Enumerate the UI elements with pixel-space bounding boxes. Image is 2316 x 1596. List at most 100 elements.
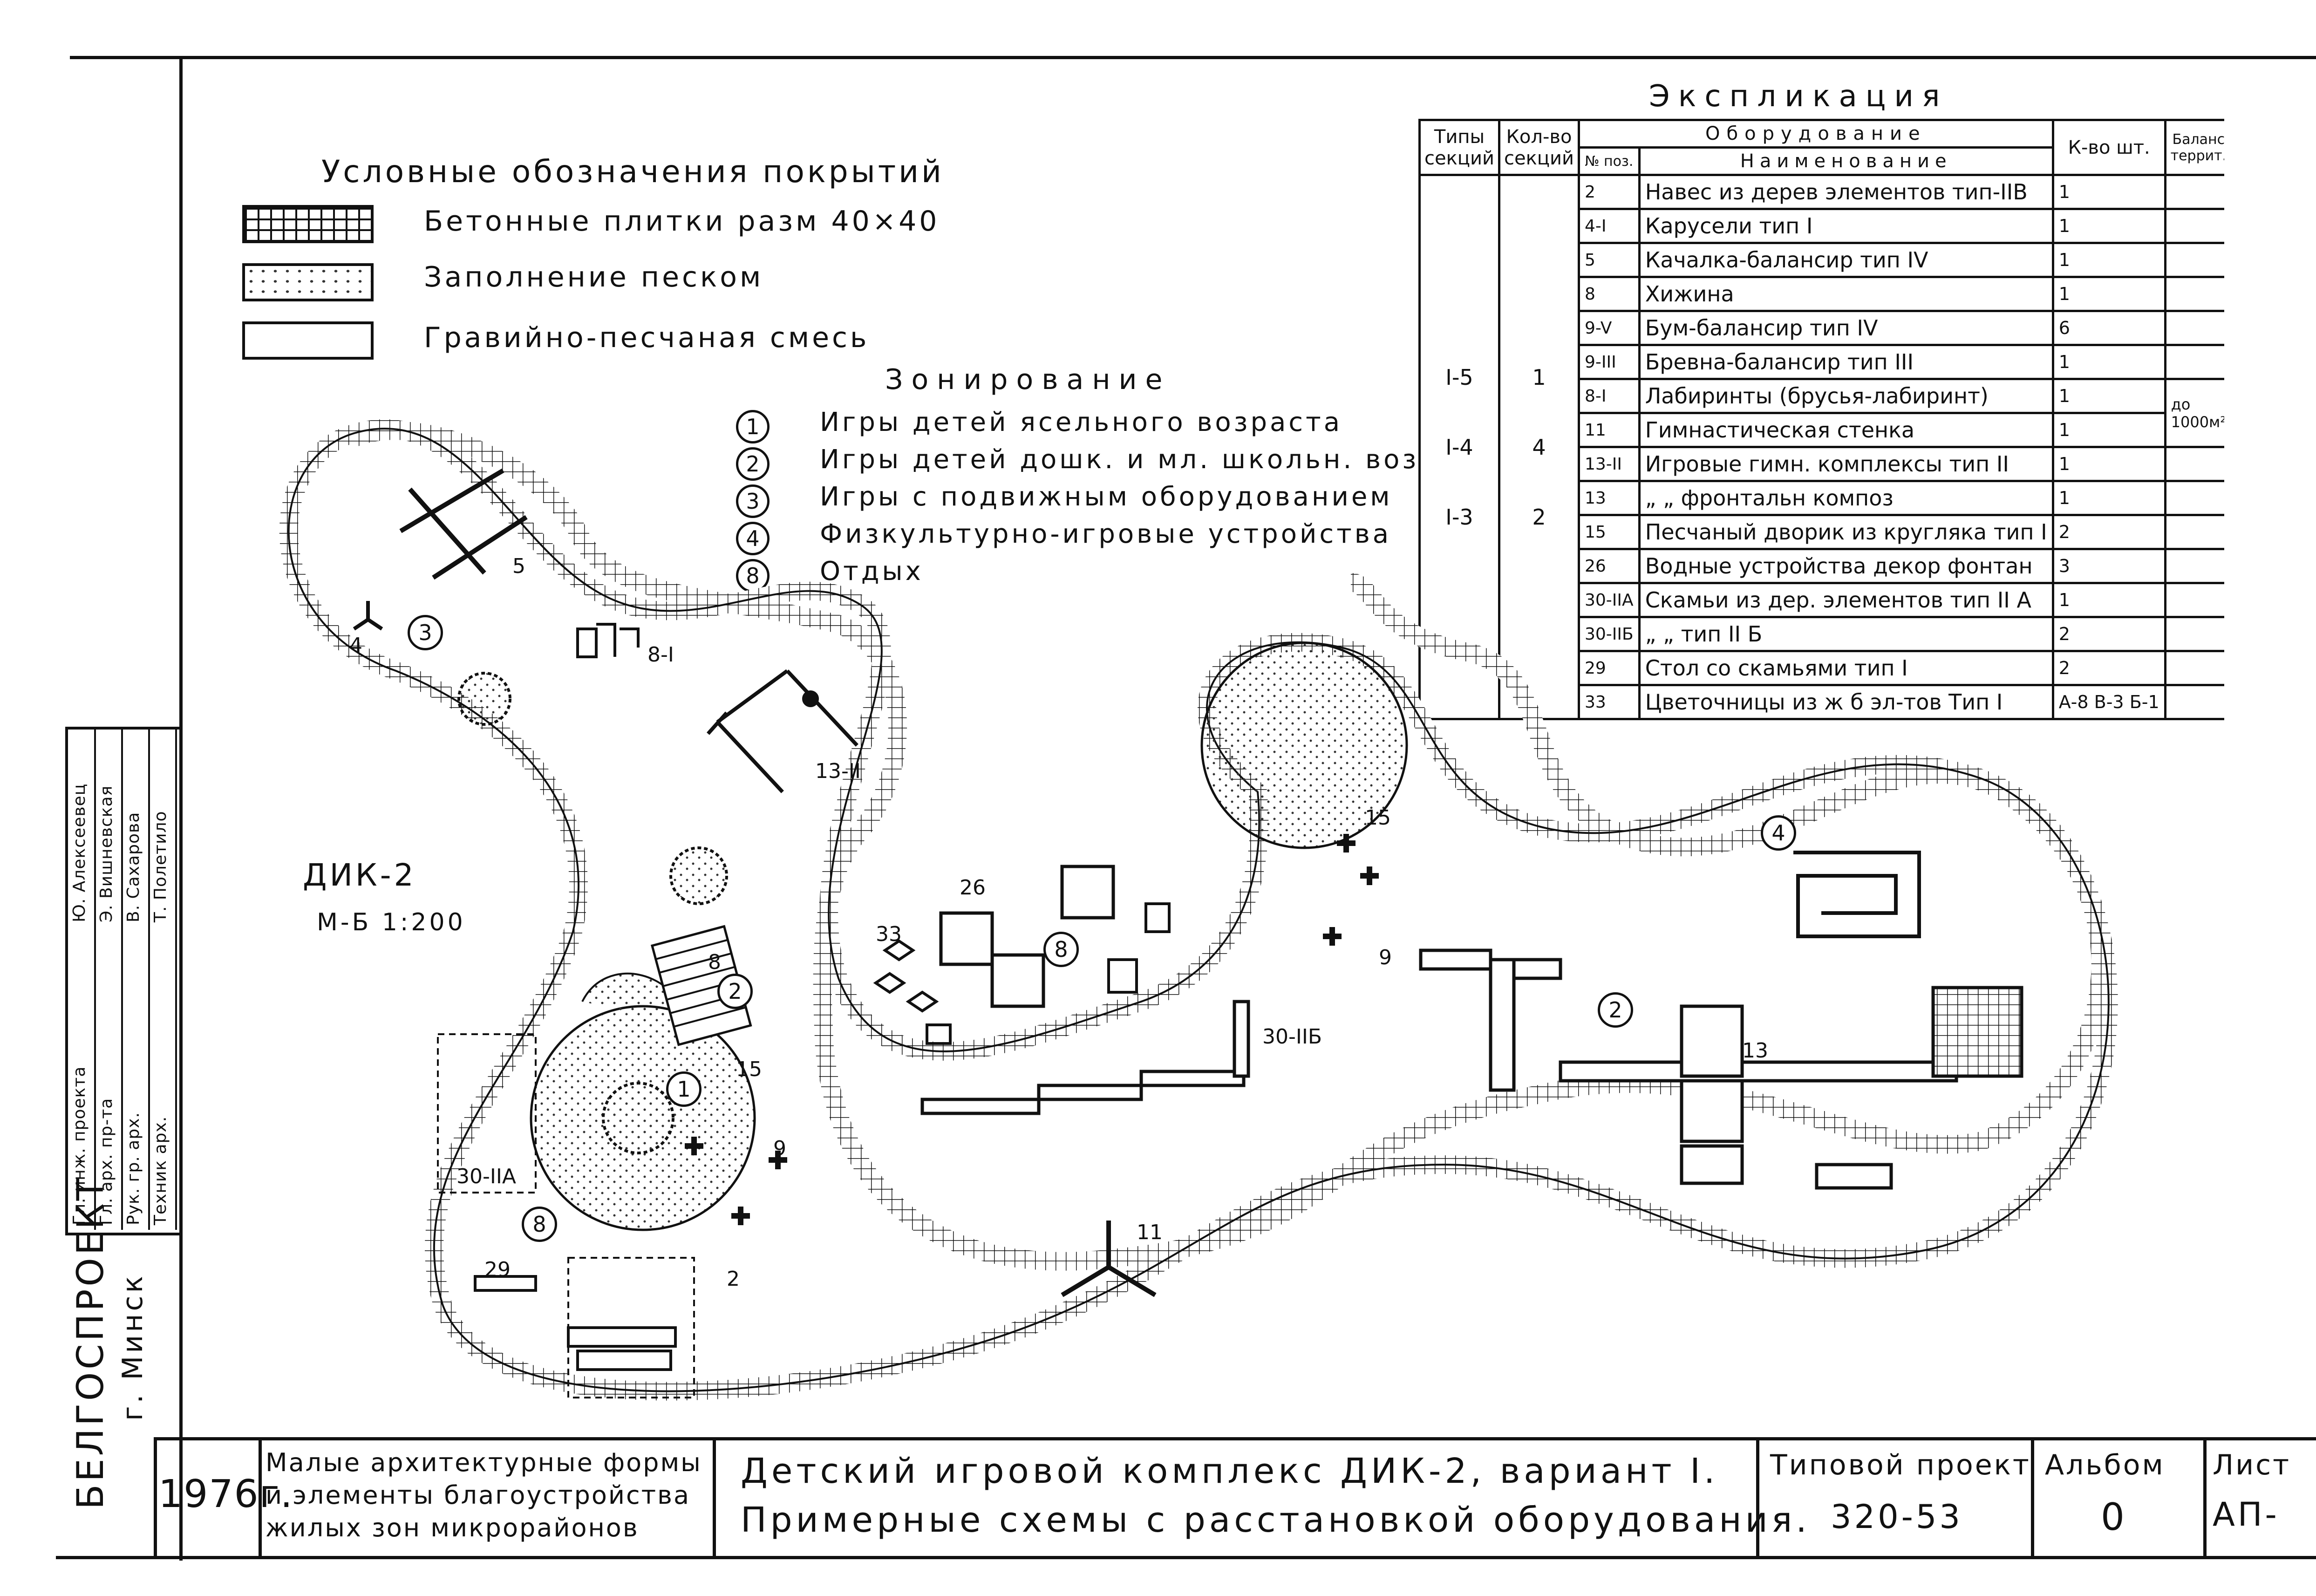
cell-name: Бум-балансир тип IV	[1638, 310, 2054, 346]
zone-2-marker: 2	[736, 447, 770, 481]
cell-qty: 1	[2051, 242, 2166, 278]
gym-complex-13-II	[707, 669, 858, 793]
cell-qty: 1	[2051, 344, 2166, 380]
cell-name: Скамьи из дер. элементов тип II А	[1638, 582, 2054, 618]
cell-num: 9-V	[1577, 310, 1641, 346]
cell-name: „ „ тип II Б	[1638, 616, 2054, 652]
cell-num: 30-IIБ	[1577, 616, 1641, 652]
zone-circle-2: 2	[1598, 992, 1633, 1028]
flowerpots-33	[873, 902, 1171, 1045]
cell-name: Цветочницы из ж б эл-тов Тип I	[1638, 684, 2054, 720]
cell-balance	[2164, 310, 2224, 346]
plan-label: 8	[708, 950, 721, 974]
zone-1-marker: 1	[736, 410, 770, 443]
zone-3-marker: 3	[736, 484, 770, 518]
title-line-1: Детский игровой комплекс ДИК-2, вариант …	[741, 1451, 1719, 1491]
zone-circle-8: 8	[1043, 932, 1079, 967]
project-value: 320-53	[1831, 1498, 1963, 1536]
legend-title: Условные обозначения покрытий	[321, 154, 944, 190]
plan-label: 11	[1137, 1221, 1163, 1244]
shrub-3	[602, 1082, 674, 1154]
plan-name: ДИК-2	[303, 857, 416, 893]
legend-swatch-empty	[242, 321, 374, 360]
left-lobe-path	[350, 421, 2110, 1271]
left-frame-line	[179, 56, 183, 1561]
seesaw-5	[399, 468, 528, 580]
cell-balance	[2164, 446, 2224, 482]
explication-title: Экспликация	[1649, 79, 1948, 114]
zone-3-label: Игры с подвижным оборудованием	[820, 482, 1393, 512]
cell-num: 15	[1577, 514, 1641, 550]
header-types: Типы секций	[1418, 119, 1500, 176]
cell-qty: 3	[2051, 548, 2166, 584]
cell-qty: 1	[2051, 276, 2166, 312]
header-qty: К-во шт.	[2051, 119, 2166, 176]
sand-area-2	[1200, 641, 1408, 849]
cell-num: 5	[1577, 242, 1641, 278]
cell-qty: 6	[2051, 310, 2166, 346]
plan-label: 15	[736, 1057, 762, 1081]
cell-balance	[2164, 684, 2224, 720]
section-count: 1	[1532, 364, 1546, 390]
plan-label: 13	[1742, 1039, 1768, 1063]
cell-balance	[2164, 616, 2224, 652]
header-num: № поз.	[1577, 146, 1641, 176]
bottom-frame-line	[56, 1556, 2316, 1559]
plan-label: 26	[960, 876, 986, 900]
cell-qty: 1	[2051, 208, 2166, 244]
cell-qty: 2	[2051, 650, 2166, 686]
cell-name: Водные устройства декор фонтан	[1638, 548, 2054, 584]
org-name: БЕЛГОСПРОЕКТ	[70, 1175, 112, 1509]
cell-num: 11	[1577, 412, 1641, 448]
section-type: I-4	[1445, 434, 1473, 460]
carousel-4	[353, 601, 383, 631]
section-type: I-3	[1445, 504, 1473, 530]
cell-name: „ „ фронтальн композ	[1638, 480, 2054, 516]
plan-label: 30-IIБ	[1262, 1025, 1322, 1049]
cell-balance	[2164, 548, 2224, 584]
header-name: Наименование	[1638, 146, 2054, 176]
zone-circle-4: 4	[1761, 815, 1796, 851]
cell-balance	[2164, 344, 2224, 380]
staff-role: Техник арх.	[151, 1116, 170, 1225]
cell-num: 4-I	[1577, 208, 1641, 244]
plan-label: 9	[1379, 946, 1392, 969]
shrub-2	[669, 846, 728, 905]
zone-8-label: Отдых	[820, 556, 924, 587]
cell-balance	[2164, 276, 2224, 312]
album-value: 0	[2101, 1495, 2127, 1539]
cell-name: Хижина	[1638, 276, 2054, 312]
cell-name: Бревна-балансир тип III	[1638, 344, 2054, 380]
plan-label: 2	[727, 1267, 740, 1291]
fountains-26	[939, 865, 1115, 1008]
staff-stamp	[65, 727, 182, 1235]
zone-circle-3: 3	[408, 615, 443, 650]
benches-30-IIB	[920, 1000, 1250, 1115]
zoning-title: Зонирование	[885, 363, 1171, 396]
cell-num: 26	[1577, 548, 1641, 584]
cell-num: 33	[1577, 684, 1641, 720]
cell-num: 8	[1577, 276, 1641, 312]
sheet-value: АП-	[2213, 1495, 2280, 1534]
cell-num: 2	[1577, 174, 1641, 210]
labyrinth-8-I	[576, 623, 640, 658]
cell-balance	[2164, 242, 2224, 278]
cell-num: 29	[1577, 650, 1641, 686]
plan-label: 33	[876, 922, 902, 946]
gym-wall-11	[1061, 1221, 1157, 1297]
legend-swatch-grid	[242, 205, 374, 243]
header-count: Кол-во секций	[1498, 119, 1580, 176]
cell-name: Лабиринты (брусья-лабиринт)	[1638, 378, 2054, 414]
album-label: Альбом	[2045, 1449, 2165, 1481]
plan-label: 30-IIА	[456, 1165, 516, 1188]
legend-swatch-dots	[242, 263, 374, 301]
